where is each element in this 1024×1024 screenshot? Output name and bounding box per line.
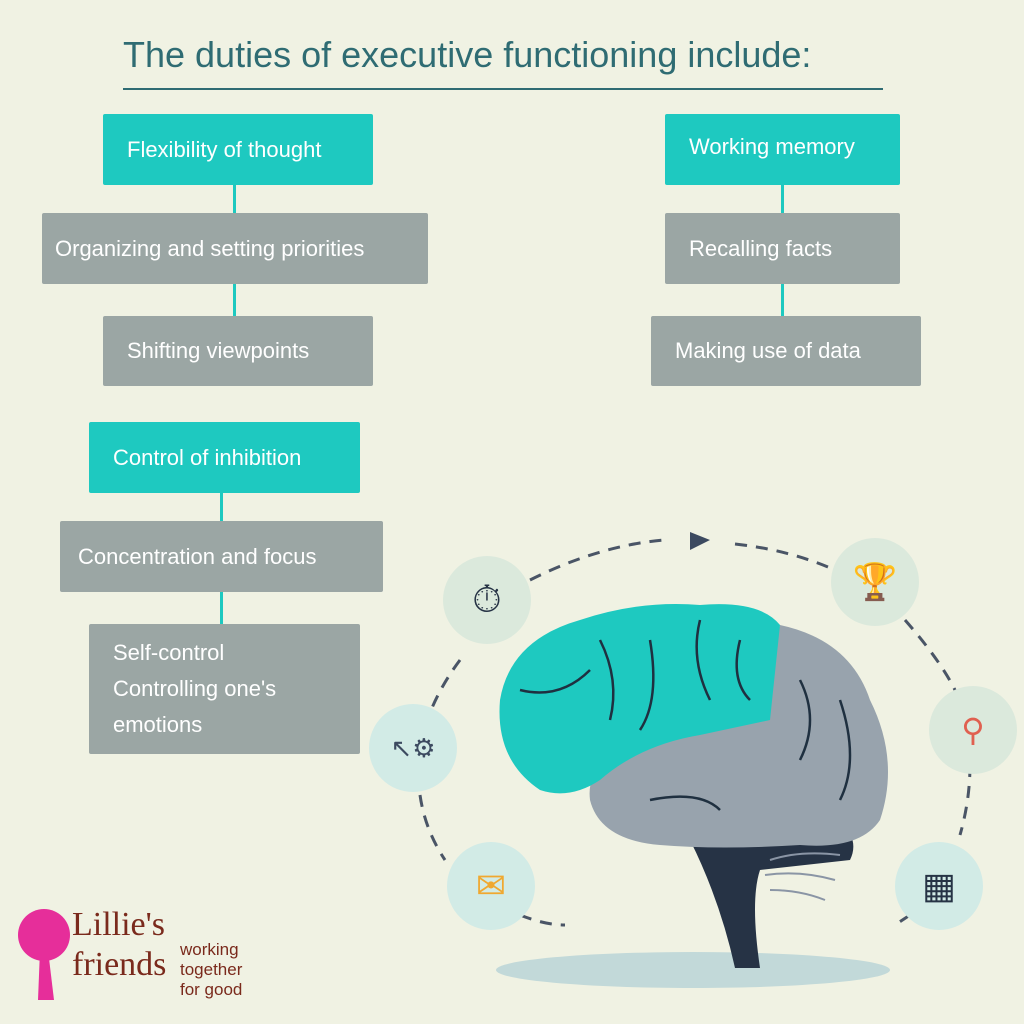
- heading-flexibility-of-thought: Flexibility of thought: [103, 114, 373, 185]
- item-line: emotions: [113, 712, 203, 737]
- item-recalling-facts: Recalling facts: [665, 213, 900, 284]
- frontal-lobe: [499, 604, 780, 794]
- arrow-icon: [690, 532, 710, 550]
- cerebellum-lines: [764, 852, 841, 901]
- item-shifting-viewpoints: Shifting viewpoints: [103, 316, 373, 386]
- brain-stem: [690, 820, 854, 968]
- item-organizing: Organizing and setting priorities: [42, 213, 428, 284]
- logo-tree: [18, 909, 70, 1000]
- tagline-line: together: [180, 960, 243, 979]
- brain-folds: [519, 619, 852, 811]
- logo-tagline: working together for good: [180, 940, 242, 1000]
- connector: [233, 284, 236, 316]
- trophy-icon: 🏆: [831, 538, 919, 626]
- calculator-icon: ▦: [895, 842, 983, 930]
- logo-name-line: Lillie's: [72, 906, 166, 943]
- connector: [220, 493, 223, 521]
- tagline-line: working: [180, 940, 239, 959]
- item-concentration: Concentration and focus: [60, 521, 383, 592]
- temporal-parietal-lobe: [589, 625, 888, 848]
- connector: [781, 185, 784, 213]
- tagline-line: for good: [180, 980, 243, 999]
- page-title: The duties of executive functioning incl…: [123, 34, 812, 75]
- logo-name-line: friends: [72, 946, 167, 983]
- item-line: Self-control: [113, 640, 225, 665]
- stopwatch-icon: ⏱: [443, 556, 531, 644]
- connector: [781, 284, 784, 316]
- heading-control-of-inhibition: Control of inhibition: [89, 422, 360, 493]
- item-making-use-of-data: Making use of data: [651, 316, 921, 386]
- item-self-control: Self-control Controlling one's emotions: [89, 624, 360, 754]
- connector: [233, 185, 236, 213]
- heading-working-memory: Working memory: [665, 114, 900, 185]
- connector: [220, 592, 223, 624]
- envelope-icon: ✉: [447, 842, 535, 930]
- magnifier-icon: ⚲: [929, 686, 1017, 774]
- logo-name: Lillie's friends: [72, 905, 172, 985]
- title-underline: [123, 88, 883, 90]
- item-line: Controlling one's: [113, 676, 277, 701]
- shadow: [496, 952, 890, 988]
- cursor-gear-icon: ↖⚙: [369, 704, 457, 792]
